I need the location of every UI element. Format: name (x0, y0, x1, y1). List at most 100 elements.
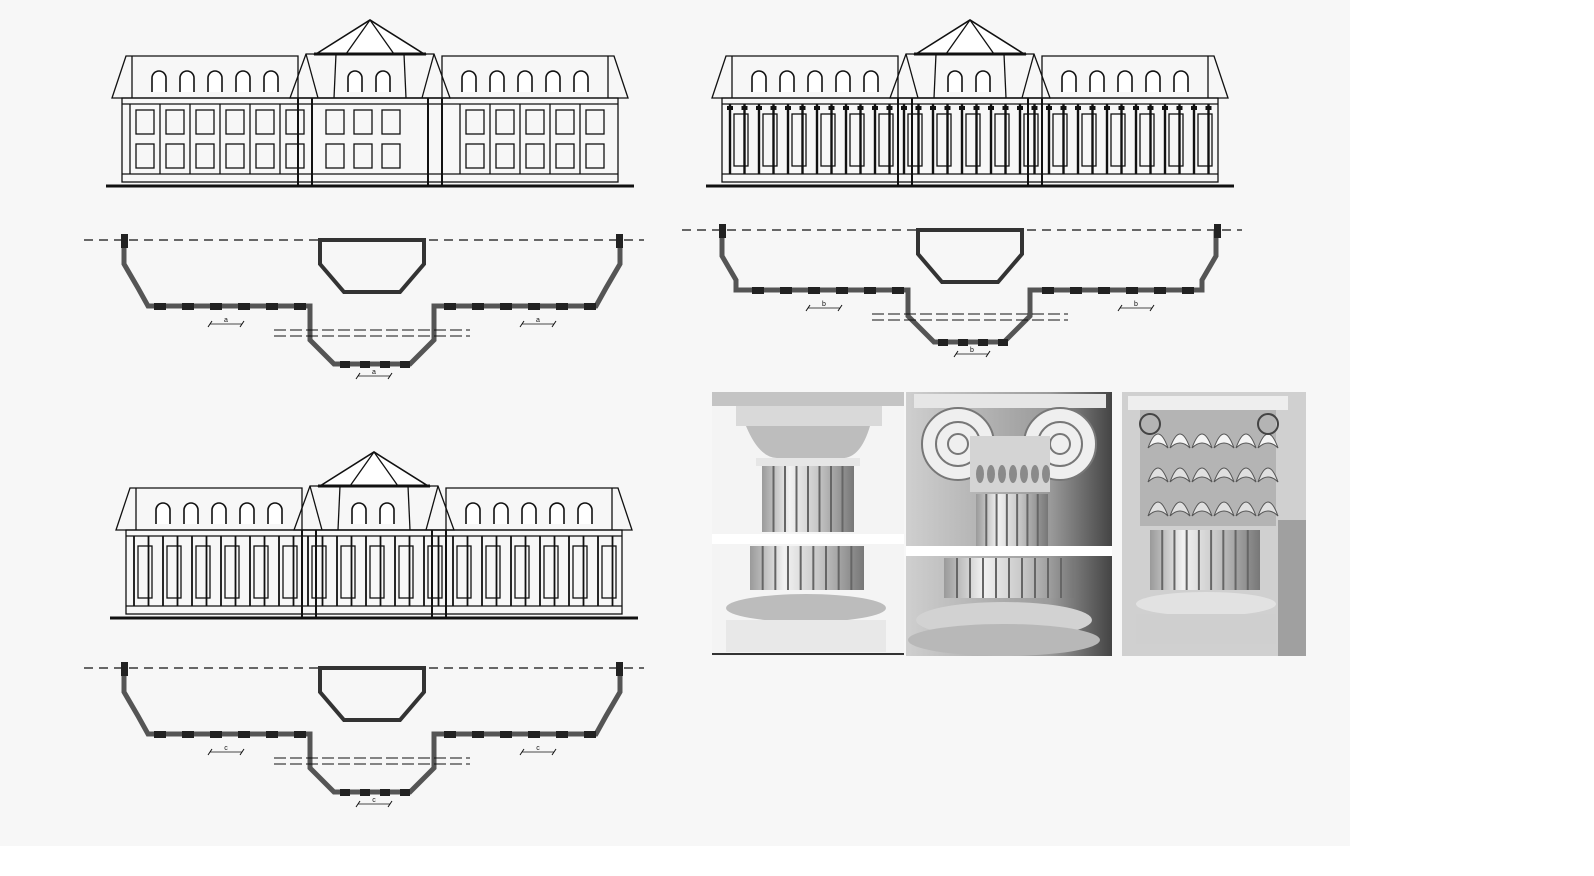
window-upper (381, 109, 401, 135)
column-capital (988, 106, 994, 110)
roof-rib (933, 53, 937, 99)
column-capital (828, 106, 835, 110)
pier (1182, 287, 1194, 294)
dimension-label: a (224, 317, 228, 324)
rotunda-octagon (318, 666, 426, 722)
window (398, 545, 414, 599)
dome-rib (969, 19, 995, 55)
right-roof (445, 487, 633, 531)
roof-rib (421, 53, 435, 99)
plinth (1136, 614, 1276, 644)
column-capital (1162, 106, 1168, 110)
abacus (1128, 396, 1288, 410)
dome-rib (349, 451, 375, 487)
acanthus-leaf (1147, 467, 1169, 483)
end-pier (719, 224, 726, 238)
pier (556, 303, 568, 310)
plinth (908, 624, 1100, 656)
column-shaft (976, 494, 1048, 546)
gap (712, 534, 904, 544)
dormer-window (465, 502, 481, 524)
acanthus-leaf (1257, 501, 1279, 517)
column-capital (1089, 106, 1096, 110)
dormer-window (267, 502, 283, 524)
helix-right (1257, 413, 1279, 435)
pier (340, 361, 350, 368)
dome-rib (345, 19, 371, 55)
window-lower (525, 143, 545, 169)
abacus (914, 394, 1106, 408)
column-capital (857, 106, 864, 110)
window (543, 545, 559, 599)
column-capital (799, 106, 806, 110)
dimension-label: b (970, 347, 974, 354)
dimension-tick (1117, 304, 1123, 312)
pier (210, 731, 222, 738)
dimension-tick (551, 320, 557, 328)
window-lower (381, 143, 401, 169)
pier (360, 789, 370, 796)
column-capital (741, 106, 748, 110)
column-capital (944, 106, 951, 110)
dormer-window (1145, 70, 1161, 92)
dormer-window (263, 70, 279, 92)
acanthus-leaf (1169, 467, 1191, 483)
dormer-window (549, 502, 565, 524)
acanthus-leaf (1213, 467, 1235, 483)
column-capital (1205, 106, 1212, 110)
dimension-a: a (519, 317, 557, 328)
facade-elevation-c (110, 451, 638, 620)
gap (906, 546, 1112, 556)
window (878, 113, 894, 167)
facade-elevation-a (106, 19, 634, 188)
dimension-c: c (207, 745, 245, 756)
helix-left (1139, 413, 1161, 435)
egg-and-dart (1042, 465, 1050, 483)
dormer-window (235, 70, 251, 92)
roof-rib (403, 53, 407, 99)
column-capital (930, 106, 936, 110)
window-lower (325, 143, 345, 169)
column-capital (756, 106, 762, 110)
egg-and-dart (1031, 465, 1039, 483)
dimension-tick (519, 748, 525, 756)
acanthus-leaf (1257, 433, 1279, 449)
right-roof (1041, 55, 1229, 99)
right-roof (441, 55, 629, 99)
dormer-window (577, 502, 593, 524)
center-pavilion (297, 97, 443, 187)
pier (556, 731, 568, 738)
window (1110, 113, 1126, 167)
column-capital (1075, 106, 1081, 110)
acanthus-leaf (1235, 433, 1257, 449)
window-upper (195, 109, 215, 135)
column-shaft (750, 546, 864, 590)
pier (1154, 287, 1166, 294)
dome-pyramid (313, 19, 427, 55)
window (514, 545, 530, 599)
window (485, 545, 501, 599)
dimension-c: c (519, 745, 557, 756)
dimension-a: a (207, 317, 245, 328)
acanthus-leaf (1191, 433, 1213, 449)
egg-and-dart (976, 465, 984, 483)
pier (444, 303, 456, 310)
pier (400, 789, 410, 796)
pier (584, 731, 596, 738)
pier (938, 339, 948, 346)
necking (756, 458, 860, 466)
plan-outline (121, 668, 623, 795)
window (340, 545, 356, 599)
window-upper (353, 109, 373, 135)
acanthus-leaf (1169, 433, 1191, 449)
acanthus-leaf (1213, 501, 1235, 517)
dimension-tick (805, 304, 811, 312)
column-capital (1031, 106, 1038, 110)
window (762, 113, 778, 167)
dimension-tick (387, 372, 393, 380)
end-pier (121, 234, 128, 248)
acanthus-leaf (1147, 433, 1169, 449)
dormer-window (779, 70, 795, 92)
window (369, 545, 385, 599)
dormer-window (975, 70, 991, 92)
